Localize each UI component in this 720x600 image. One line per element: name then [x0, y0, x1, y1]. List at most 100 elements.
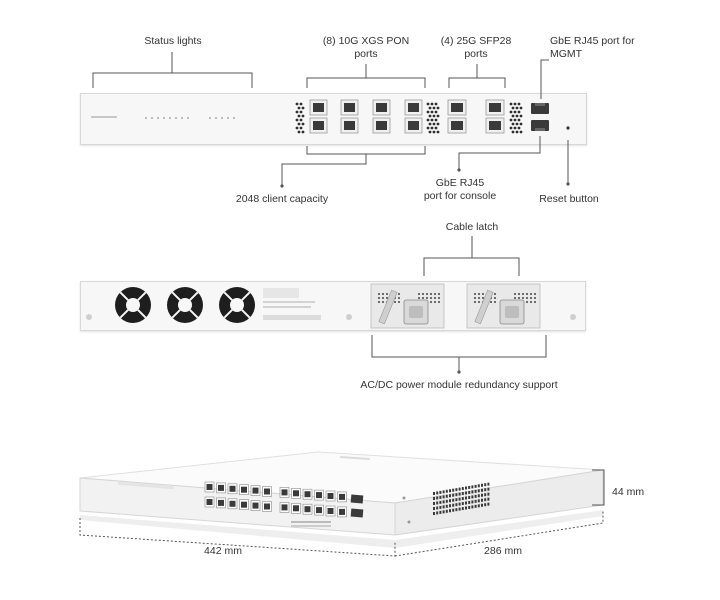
vent-hole — [442, 510, 445, 514]
rj45-mgmt-latch — [535, 103, 545, 106]
pon-port-cage — [408, 121, 419, 130]
vent-hole — [301, 114, 305, 118]
vent-hole — [436, 511, 439, 515]
power-vent-hole — [474, 297, 476, 299]
port-3d-cage — [206, 484, 213, 490]
power-vent-hole — [430, 301, 432, 303]
power-vent-hole — [478, 293, 480, 295]
vent-left — [295, 102, 305, 134]
port-3d-cage — [229, 500, 236, 507]
vent-hole — [436, 506, 439, 510]
vent-hole — [474, 484, 477, 488]
vent-hole — [515, 130, 519, 134]
vent-hole — [509, 102, 513, 106]
vent-hole — [461, 492, 464, 496]
vent-hole — [436, 491, 439, 495]
power-vent-hole — [514, 293, 516, 295]
port-3d-cage — [218, 499, 224, 506]
fan-hub — [126, 298, 140, 312]
vent-hole — [297, 122, 301, 126]
status-led-icon — [151, 117, 153, 119]
power-bracket — [371, 335, 547, 358]
vent-hole — [430, 102, 434, 106]
pon-port-cage — [344, 103, 355, 112]
vent-hole — [468, 495, 471, 499]
power-dot — [457, 370, 461, 374]
xgs-pon-label-line2: ports — [354, 48, 378, 60]
vent-hole — [517, 102, 521, 106]
sfp28-label-line1: (4) 25G SFP28 — [440, 35, 512, 47]
vent-hole — [465, 486, 467, 490]
vent-hole — [511, 130, 515, 134]
status-led-icon — [187, 117, 189, 119]
vent-hole — [458, 502, 461, 506]
screw-icon — [570, 314, 576, 320]
power-vent-hole — [394, 301, 396, 303]
power-vent-hole — [378, 293, 380, 295]
console-label-line1: GbE RJ45 — [435, 177, 485, 189]
port-3d-cage — [218, 484, 224, 491]
vent-hole — [455, 508, 458, 512]
vent-hole — [430, 118, 434, 122]
port-3d-cage — [264, 503, 270, 510]
port-3d-cage — [327, 508, 334, 514]
port-3d-cage — [264, 488, 270, 495]
power-vent-hole — [426, 297, 428, 299]
power-vent-hole — [494, 297, 496, 299]
power-vent-hole — [482, 293, 484, 295]
port-3d-cage — [316, 492, 322, 499]
fan-strut — [171, 291, 181, 301]
pon-bracket-top — [306, 77, 426, 88]
power-inlet-socket — [409, 306, 423, 318]
fan-strut — [137, 291, 147, 301]
status-led-icon — [233, 117, 235, 119]
power-vent-hole — [494, 293, 496, 295]
vent-hole — [458, 497, 461, 501]
vent-hole — [442, 495, 445, 499]
port-3d-cage — [229, 485, 236, 492]
pon-port-cage — [376, 121, 387, 130]
vent-hole — [484, 503, 487, 507]
client-capacity-dot — [280, 184, 284, 188]
port-3d-cage — [241, 501, 247, 508]
vent-hole — [295, 102, 299, 106]
port-3d-cage — [206, 499, 213, 505]
screw-icon — [402, 496, 406, 500]
power-vent-hole — [418, 293, 420, 295]
fan-strut — [241, 291, 251, 301]
sfp28-ports — [447, 99, 505, 134]
power-inlet-socket — [505, 306, 519, 318]
power-vent-hole — [422, 297, 424, 299]
port-3d-cage — [304, 491, 311, 498]
vent-hole — [511, 122, 515, 126]
vent-hole — [513, 102, 517, 106]
vent-hole — [436, 122, 440, 126]
vent-hole — [432, 122, 436, 126]
sfp28-label-line2: ports — [464, 48, 488, 60]
vent-hole — [487, 492, 490, 496]
vent-hole — [434, 102, 438, 106]
fans — [115, 287, 255, 323]
power-vent-hole — [530, 293, 532, 295]
vent-hole — [474, 499, 477, 503]
vent-hole — [436, 496, 439, 500]
power-vent-hole — [514, 297, 516, 299]
vent-hole — [513, 118, 517, 122]
vent-hole — [474, 504, 477, 508]
port-3d-handle — [291, 525, 331, 527]
power-vent-hole — [378, 301, 380, 303]
vent-hole — [471, 490, 474, 494]
vent-hole — [295, 118, 299, 122]
vent-hole — [295, 110, 299, 114]
vent-hole — [430, 110, 434, 114]
vent-hole — [465, 496, 467, 500]
vent-hole — [487, 497, 490, 501]
vent-hole — [299, 126, 303, 130]
vent-hole — [299, 102, 303, 106]
power-vent-hole — [522, 293, 524, 295]
fan-strut — [119, 291, 129, 301]
vent-hole — [509, 118, 513, 122]
vent-hole — [509, 126, 513, 130]
port-3d-cage — [327, 493, 334, 499]
pon-port-cage — [313, 103, 324, 112]
